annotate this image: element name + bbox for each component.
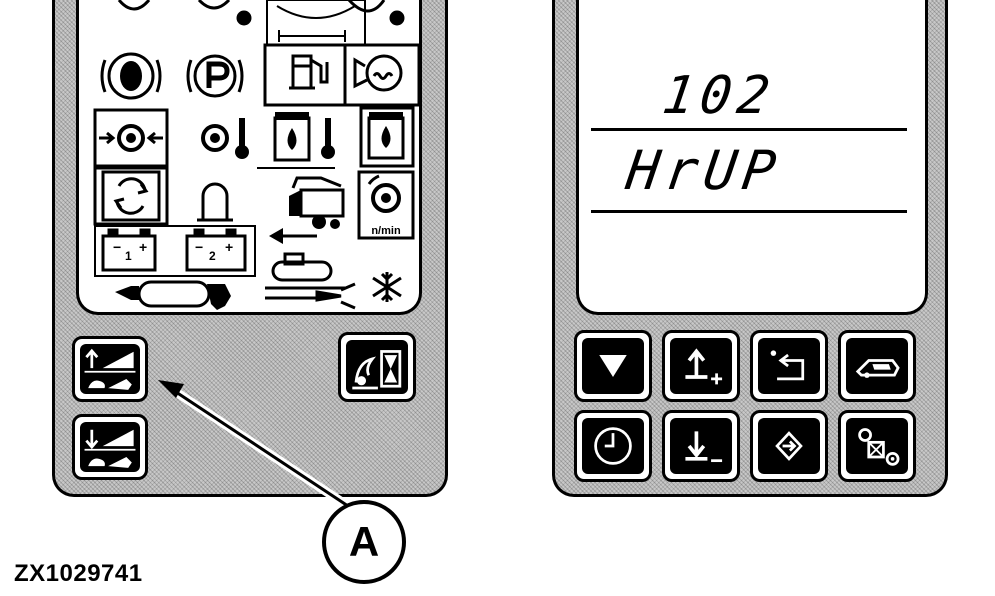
display-value: 102 (658, 66, 780, 126)
indicator-lamps: n/min − 1 + − 2 + (93, 0, 419, 310)
magnet-icon (197, 182, 233, 222)
header-raise-button[interactable] (72, 336, 148, 402)
harvester-icon (855, 359, 900, 378)
figure-id: ZX1029741 (14, 560, 143, 587)
header-lower-icon (84, 429, 136, 468)
increase-key[interactable] (662, 330, 740, 402)
display-divider-bottom (591, 210, 907, 213)
increase-face (670, 338, 732, 394)
air-conditioning-icon (372, 272, 402, 302)
header-lower-button[interactable] (72, 414, 148, 480)
return-arrow-icon (770, 350, 805, 381)
arrow-down-minus-icon (685, 431, 723, 463)
battery-2-icon (185, 228, 247, 272)
rotor-speed-unit-label: n/min (371, 225, 401, 237)
cooler-cleaner-icon (265, 252, 356, 310)
battery-1-index: 1 (125, 249, 132, 263)
brake-warning-icon (100, 52, 162, 100)
rotor-speed-icon (357, 170, 415, 240)
down-arrow-key[interactable] (574, 330, 652, 402)
left-indicator-screen: n/min − 1 + − 2 + (76, 0, 422, 315)
top-partial-icons (117, 0, 405, 26)
enter-icon (775, 431, 803, 461)
auto-height-button[interactable] (338, 332, 416, 402)
clock-icon (594, 427, 632, 465)
hydraulic-temperature-icon (273, 112, 335, 162)
battery-1-icon (94, 225, 256, 277)
battery-2-plus: + (225, 239, 233, 255)
parking-brake-icon (186, 54, 244, 98)
transmission-pressure-icon (93, 108, 169, 168)
callout-circle: A (322, 500, 406, 584)
display-mode: HrUP (622, 139, 786, 202)
right-lcd-screen: 102 HrUP (576, 0, 928, 315)
rotor-slip-icon (93, 166, 169, 226)
transmission-temperature-icon (201, 118, 249, 159)
fuel-level-icon (263, 43, 347, 107)
settings-key[interactable] (838, 410, 916, 482)
header-reverse-icon (257, 167, 345, 244)
display-divider-top (591, 128, 907, 131)
auto-height-icon (352, 350, 402, 390)
enter-key[interactable] (750, 410, 828, 482)
back-key[interactable] (750, 330, 828, 402)
machine-key[interactable] (838, 330, 916, 402)
arrow-up-plus-icon (685, 348, 723, 385)
header-raise-icon (84, 348, 136, 390)
clock-key[interactable] (574, 410, 652, 482)
battery-2-index: 2 (209, 249, 216, 263)
battery-1-minus: − (113, 239, 121, 255)
back-face (758, 338, 820, 394)
settings-face (846, 418, 908, 474)
hydraulic-level-icon (359, 106, 415, 168)
top-center-frame (266, 0, 366, 46)
decrease-face (670, 418, 732, 474)
decrease-key[interactable] (662, 410, 740, 482)
battery-2-minus: − (195, 239, 203, 255)
triangle-down-icon (599, 355, 627, 377)
gear-settings-icon (858, 428, 900, 466)
engine-coolant-icon (343, 43, 419, 107)
air-filter-icon (115, 280, 231, 310)
battery-1-plus: + (139, 239, 147, 255)
callout-label: A (348, 518, 380, 565)
